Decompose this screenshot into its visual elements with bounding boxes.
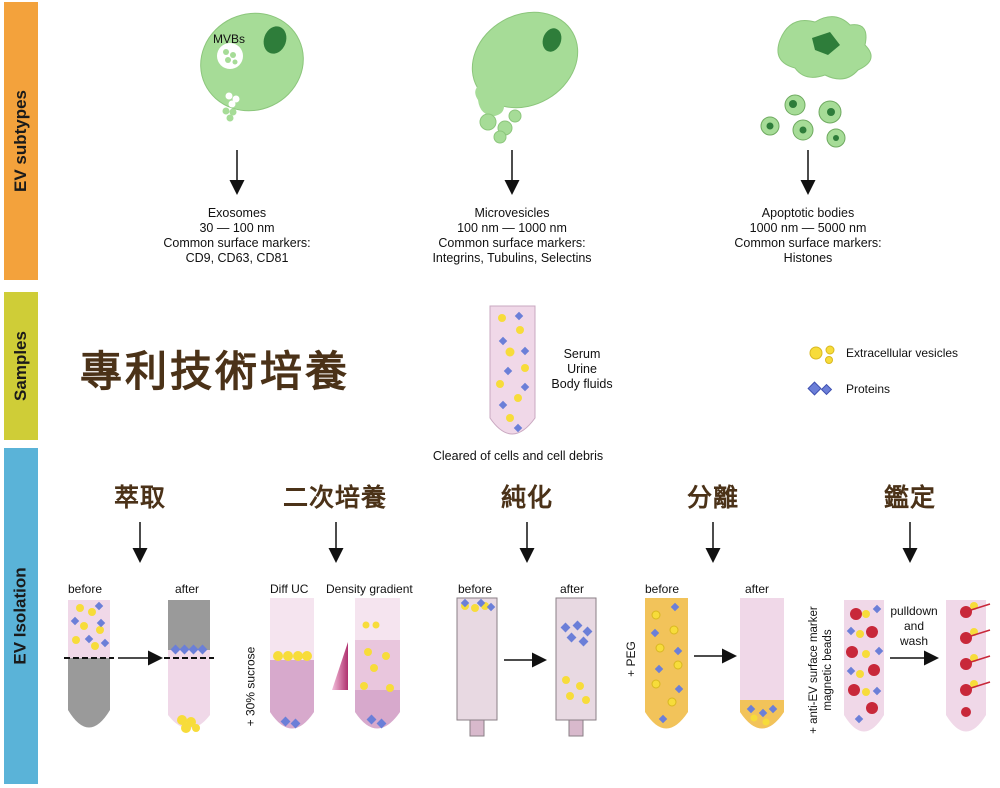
fluid-body: Body fluids — [551, 377, 613, 391]
extraction-after-label: after — [175, 582, 200, 596]
sample-fluids: Serum Urine Body fluids — [540, 347, 624, 392]
apoptotic-name: Apoptotic bodies — [761, 206, 855, 220]
microvesicle-name: Microvesicles — [474, 206, 550, 220]
purification-before-column — [456, 597, 498, 737]
exosome-name: Exosomes — [207, 206, 267, 220]
step-purification: 純化 — [500, 483, 553, 512]
pulldown-label: pulldown and wash — [886, 604, 942, 649]
microvesicle-cell-icon — [471, 11, 579, 144]
legend-vesicles-label: Extracellular vesicles — [846, 346, 959, 360]
exosome-cell-icon — [200, 12, 304, 122]
microvesicle-description: Microvesicles 100 nm — 1000 nm Common su… — [392, 206, 632, 266]
extraction-before-label: before — [68, 582, 103, 596]
density-gradient-tube — [332, 598, 400, 729]
extraction-before-tube — [64, 600, 114, 728]
step-secondary-culture: 二次培養 — [282, 483, 387, 512]
mvbs-label: MVBs — [213, 32, 246, 46]
microvesicle-size: 100 nm — 1000 nm — [457, 221, 567, 235]
cleared-label: Cleared of cells and cell debris — [432, 449, 604, 463]
exosome-markers: CD9, CD63, CD81 — [185, 251, 289, 265]
separation-after-tube — [740, 598, 784, 729]
patent-title: 專利技術培養 — [80, 347, 351, 396]
step-identification: 鑑定 — [883, 483, 936, 512]
and-word: and — [903, 619, 925, 633]
legend-proteins-label: Proteins — [846, 382, 891, 396]
apoptotic-cell-icon — [760, 16, 872, 148]
pulldown-word: pulldown — [890, 604, 938, 618]
separation-before-label: before — [645, 582, 680, 596]
purification-after-label: after — [560, 582, 585, 596]
diff-uc-label: Diff UC — [270, 582, 309, 596]
diff-uc-tube — [270, 598, 314, 729]
legend-vesicle-icon — [809, 345, 835, 364]
separation-before-tube — [645, 598, 688, 729]
peg-label: + PEG — [624, 641, 638, 677]
identification-after-tube — [946, 600, 991, 732]
apoptotic-markers: Histones — [783, 251, 833, 265]
apoptotic-size: 1000 nm — 5000 nm — [749, 221, 867, 235]
magnetic-beads-label: + anti-EV surface marker magnetic beads — [808, 606, 834, 734]
exosome-size: 30 — 100 nm — [199, 221, 275, 235]
legend-protein-icon — [807, 381, 833, 396]
purification-before-label: before — [458, 582, 493, 596]
identification-before-tube — [844, 600, 884, 732]
microvesicle-markers-heading: Common surface markers: — [438, 236, 586, 250]
fluid-urine: Urine — [567, 362, 597, 376]
purification-after-column — [555, 597, 597, 737]
step-separation: 分離 — [686, 483, 739, 512]
sample-tube — [489, 305, 536, 435]
separation-after-label: after — [745, 582, 770, 596]
density-gradient-label: Density gradient — [326, 582, 413, 596]
microvesicle-markers: Integrins, Tubulins, Selectins — [432, 251, 592, 265]
wash-word: wash — [899, 634, 928, 648]
sucrose-label: + 30% sucrose — [243, 646, 258, 727]
exosome-markers-heading: Common surface markers: — [163, 236, 311, 250]
apoptotic-markers-heading: Common surface markers: — [734, 236, 882, 250]
band-ev-subtypes: EV subtypes — [4, 2, 38, 280]
exosome-description: Exosomes 30 — 100 nm Common surface mark… — [137, 206, 337, 266]
apoptotic-description: Apoptotic bodies 1000 nm — 5000 nm Commo… — [698, 206, 918, 266]
step-extraction: 萃取 — [113, 483, 166, 512]
extraction-after-tube — [164, 600, 214, 733]
band-ev-isolation: EV Isolation — [4, 448, 38, 784]
fluid-serum: Serum — [563, 347, 601, 361]
band-samples: Samples — [4, 292, 38, 440]
